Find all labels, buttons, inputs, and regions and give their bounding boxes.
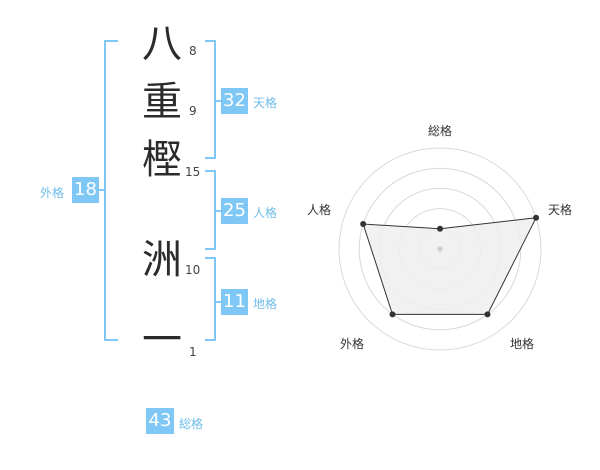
jinkaku-label: 人格 (253, 206, 278, 220)
strokes-5: 1 (189, 345, 197, 359)
strokes-3: 15 (185, 165, 201, 179)
soukaku-value: 43 (146, 408, 174, 434)
tenkaku-value: 32 (221, 88, 248, 114)
chikaku-label: 地格 (253, 297, 278, 311)
radar-label-jinkaku: 人格 (307, 203, 332, 217)
radar-chart (338, 147, 542, 351)
radar-point (484, 311, 491, 318)
char-4: 洲 (142, 237, 182, 283)
radar-label-chikaku: 地格 (510, 337, 535, 351)
strokes-4: 10 (185, 263, 201, 277)
tenkaku-bracket (205, 40, 216, 159)
tenkaku-label: 天格 (253, 96, 278, 110)
radar-polygon (362, 217, 537, 315)
radar-label-soukaku: 総格 (428, 124, 453, 138)
chikaku-value: 11 (221, 289, 248, 315)
char-2: 重 (142, 79, 182, 125)
radar-point (533, 214, 540, 221)
radar-point (360, 221, 367, 228)
radar-ring (338, 147, 542, 351)
gaikaku-label: 外格 (40, 186, 65, 200)
soukaku-label: 総格 (179, 417, 204, 431)
char-3: 樫 (142, 137, 182, 183)
radar-label-gaikaku: 外格 (340, 337, 365, 351)
radar-point (389, 311, 396, 318)
strokes-1: 8 (189, 44, 197, 58)
strokes-2: 9 (189, 104, 197, 118)
jinkaku-bracket (205, 170, 216, 250)
radar-point (437, 225, 443, 232)
char-5: 一 (142, 317, 182, 363)
jinkaku-value: 25 (221, 198, 248, 224)
radar-center (437, 246, 443, 252)
radar-label-tenkaku: 天格 (548, 203, 573, 217)
char-1: 八 (142, 21, 182, 67)
gaikaku-value: 18 (72, 177, 99, 203)
chikaku-bracket (205, 257, 216, 341)
gaikaku-bracket (104, 40, 118, 341)
